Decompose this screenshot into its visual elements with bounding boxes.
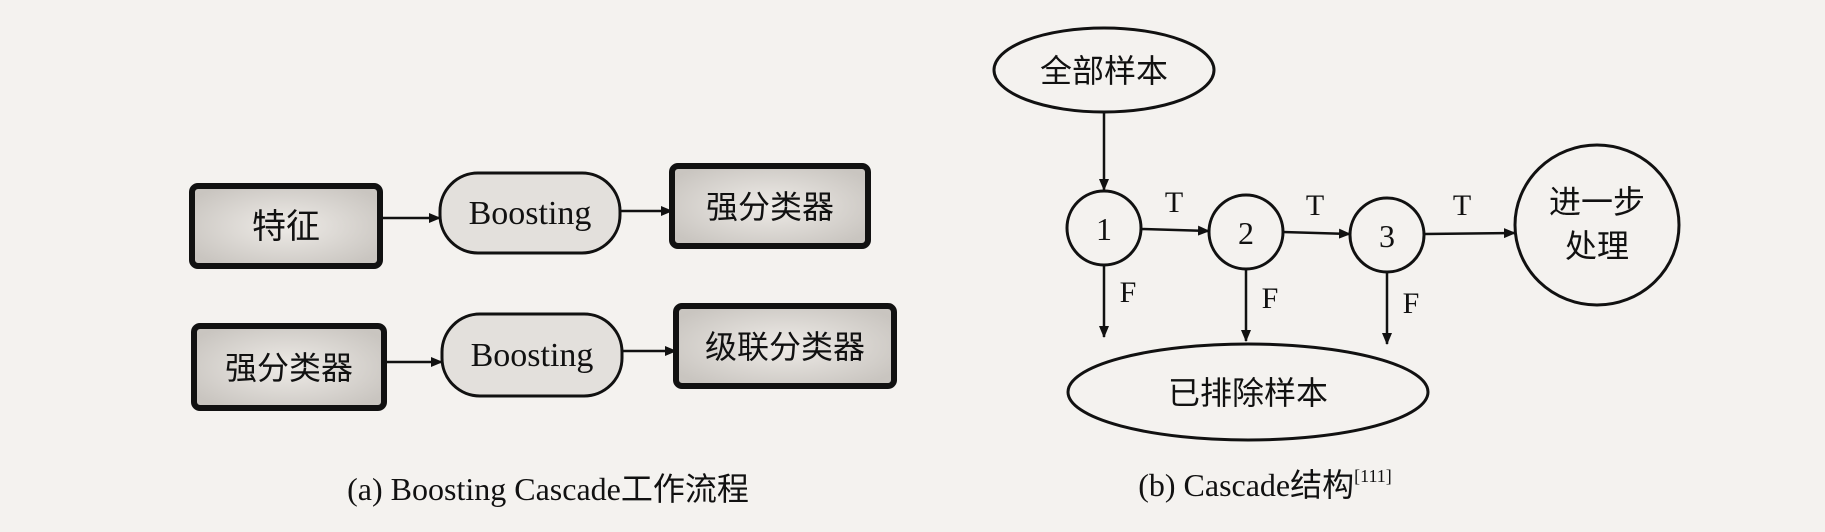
boosting-box-1-label: Boosting: [469, 195, 592, 232]
boosting-box-2-label: Boosting: [471, 337, 594, 374]
caption-b-reference: [111]: [1354, 466, 1392, 486]
true-label-2: T: [1306, 189, 1324, 222]
further-processing-line-2: 处理: [1565, 227, 1629, 265]
strong-classifier-box-1: [669, 163, 871, 249]
stage-3-label: 3: [1379, 218, 1395, 254]
stage-2-label: 2: [1238, 215, 1254, 251]
stage-1-label: 1: [1096, 211, 1112, 247]
further-processing-line-1: 进一步: [1549, 183, 1645, 221]
part-a: 特征 Boosting 强分类器 强分类器 Boosting 级联分类器 (a)…: [189, 163, 897, 507]
arrow-2-to-3: [1282, 228, 1351, 239]
strong-classifier-box-1-label: 强分类器: [706, 188, 834, 226]
further-processing-node: [1513, 143, 1681, 307]
boosting-box-2: [440, 312, 624, 398]
caption-b: (b) Cascade结构[111]: [1138, 466, 1392, 503]
strong-classifier-box-2-label: 强分类器: [225, 349, 353, 387]
false-label-1: F: [1120, 276, 1137, 309]
arrow-1-to-2: [1140, 225, 1210, 236]
cascade-classifier-box: [673, 303, 897, 389]
feature-box: [189, 183, 383, 269]
part-b: 全部样本 1 2 3 进一步 处理 T T T F F F 已排除样本: [992, 26, 1681, 503]
false-label-3: F: [1403, 287, 1420, 320]
true-label-1: T: [1165, 186, 1183, 219]
false-label-2: F: [1262, 282, 1279, 315]
caption-b-main: (b) Cascade结构: [1138, 467, 1354, 503]
feature-box-label: 特征: [252, 207, 320, 247]
all-samples-label: 全部样本: [1040, 52, 1168, 90]
strong-classifier-box-2: [191, 323, 387, 411]
rejected-samples-node: [1066, 342, 1430, 442]
cascade-classifier-box-label: 级联分类器: [705, 328, 865, 366]
rejected-samples-label: 已排除样本: [1168, 374, 1328, 412]
arrow-3-to-further: [1423, 228, 1516, 239]
caption-a: (a) Boosting Cascade工作流程: [347, 471, 749, 507]
boosting-box-1: [438, 171, 622, 255]
true-label-3: T: [1453, 189, 1471, 222]
